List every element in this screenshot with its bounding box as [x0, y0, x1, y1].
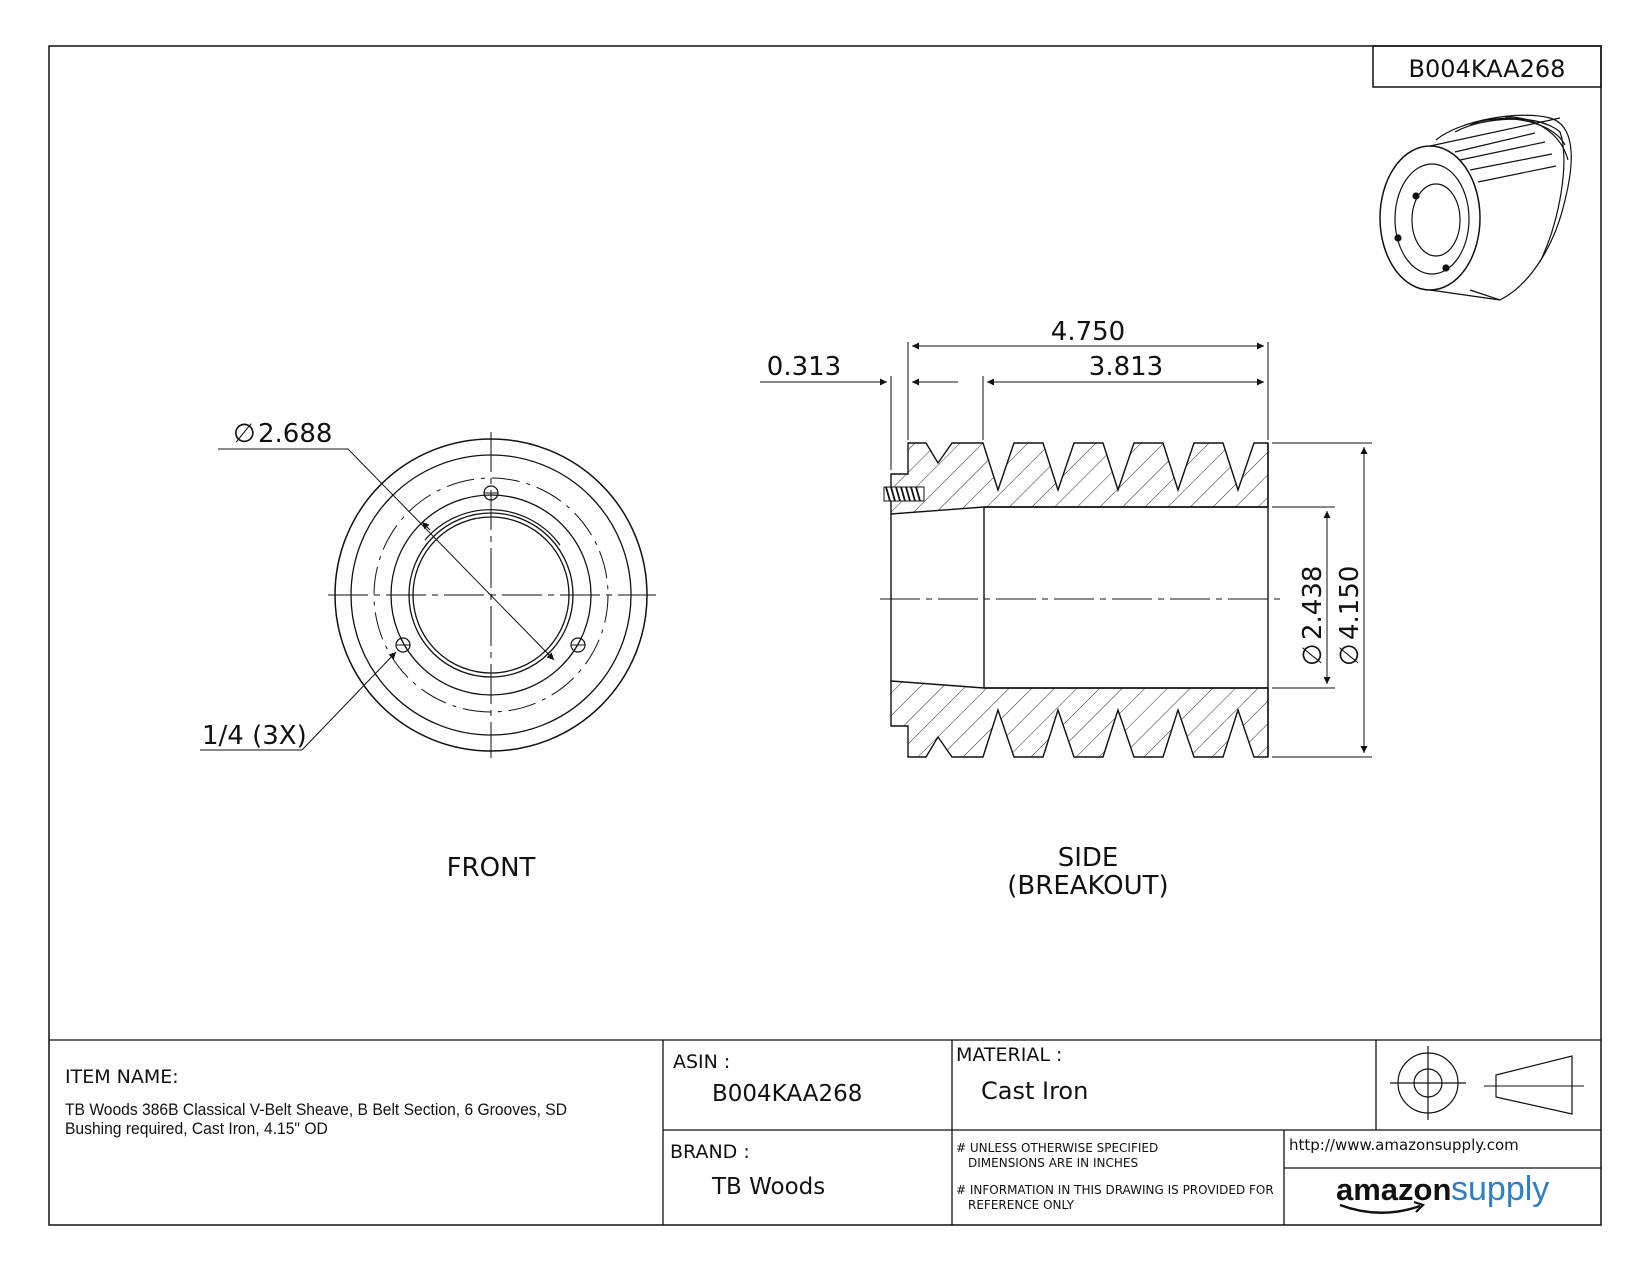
item-name-line2: Bushing required, Cast Iron, 4.15" OD — [65, 1119, 328, 1138]
side-lower-section — [890, 680, 1269, 758]
note2-line1: # INFORMATION IN THIS DRAWING IS PROVIDE… — [956, 1183, 1274, 1197]
bolt-hole — [570, 637, 586, 653]
note1-line1: # UNLESS OTHERWISE SPECIFIED — [956, 1141, 1158, 1155]
material-value: Cast Iron — [981, 1077, 1088, 1105]
side-bore-diameter-symbol: ∅ — [1298, 643, 1328, 666]
side-outer-diameter-symbol: ∅ — [1335, 643, 1365, 666]
side-view — [760, 342, 1372, 758]
set-screw — [883, 486, 925, 502]
note1-line2: DIMENSIONS ARE IN INCHES — [968, 1156, 1138, 1170]
front-view-label: FRONT — [447, 853, 536, 883]
front-diameter-dimension: 2.688 — [258, 419, 332, 449]
side-view-label-line1: SIDE — [1058, 843, 1119, 873]
logo-supply: supply — [1451, 1170, 1549, 1208]
title-block — [49, 1039, 1601, 1225]
note2-line2: REFERENCE ONLY — [968, 1198, 1075, 1212]
asin-value: B004KAA268 — [712, 1081, 862, 1107]
corner-id-box: B004KAA268 — [1372, 45, 1602, 88]
bolt-hole — [483, 485, 499, 501]
side-overall-length-dimension: 4.750 — [1051, 317, 1125, 347]
sheet-border — [48, 45, 1602, 1226]
front-diameter-symbol: ∅ — [233, 419, 256, 449]
side-outer-diameter-dimension: 4.150 — [1335, 566, 1365, 640]
asin-label: ASIN : — [673, 1051, 730, 1073]
item-name-line1: TB Woods 386B Classical V-Belt Sheave, B… — [65, 1100, 567, 1119]
side-bore-diameter-dimension: 2.438 — [1298, 566, 1328, 640]
item-name-label: ITEM NAME: — [65, 1066, 179, 1088]
logo-smile-arrow — [1339, 1203, 1421, 1214]
website-link[interactable]: http://www.amazonsupply.com — [1289, 1136, 1519, 1154]
brand-label: BRAND : — [670, 1141, 750, 1163]
side-view-label-line2: (BREAKOUT) — [1007, 871, 1168, 901]
brand-value: TB Woods — [711, 1174, 825, 1200]
corner-id-text: B004KAA268 — [1409, 55, 1566, 83]
side-hub-offset-dimension: 0.313 — [767, 352, 841, 382]
material-label: MATERIAL : — [956, 1044, 1062, 1066]
isometric-thumbnail — [1379, 114, 1572, 301]
amazonsupply-logo: amazon supply — [1336, 1170, 1549, 1214]
side-groove-length-dimension: 3.813 — [1089, 352, 1163, 382]
side-upper-section — [890, 442, 1269, 515]
projection-symbol — [1390, 1046, 1584, 1120]
front-view — [200, 432, 656, 758]
logo-amazon: amazon — [1336, 1172, 1451, 1207]
front-holes-dimension: 1/4 (3X) — [202, 721, 307, 751]
bolt-hole — [395, 637, 411, 653]
